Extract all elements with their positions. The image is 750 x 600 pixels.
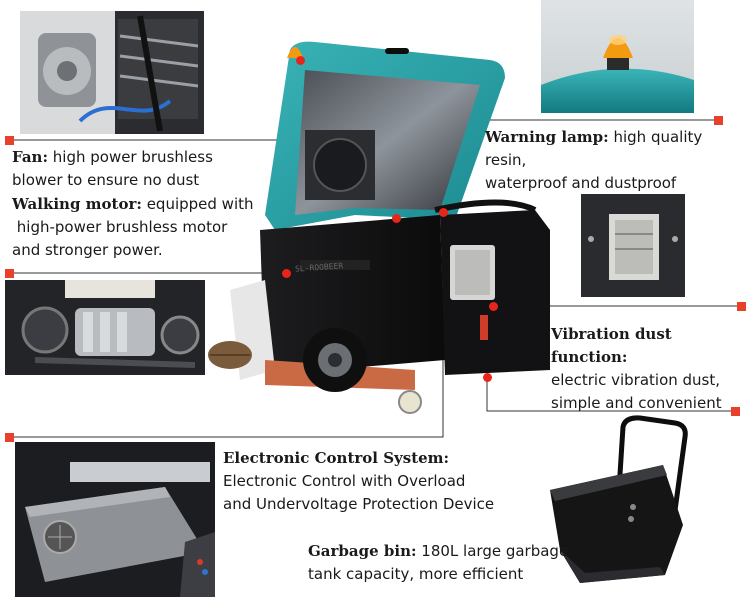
motor-text-2: high-power brushless motor bbox=[12, 218, 228, 236]
motor-text-3: and stronger power. bbox=[12, 241, 163, 259]
vibration-point bbox=[489, 302, 498, 311]
lamp-text-2: waterproof and dustproof bbox=[485, 174, 677, 192]
ecs-text-1: Electronic Control with Overload bbox=[223, 472, 466, 490]
sweeper-machine-image: SL-ROOBEER bbox=[205, 30, 555, 420]
lamp-point bbox=[296, 56, 305, 65]
ecs-point bbox=[439, 208, 448, 217]
motor-title: Walking motor: bbox=[12, 195, 142, 213]
vibration-text-1: electric vibration dust, bbox=[551, 371, 721, 389]
fan-label: Fan: high power brushless blower to ensu… bbox=[12, 146, 272, 192]
walking-motor-photo bbox=[5, 280, 205, 375]
bin-text-2: tank capacity, more efficient bbox=[308, 565, 524, 583]
motor-label: Walking motor: equipped with high-power … bbox=[12, 193, 272, 262]
vibration-text-2: simple and convenient bbox=[551, 394, 722, 412]
ecs-text-2: and Undervoltage Protection Device bbox=[223, 495, 495, 513]
garbage-bin-photo bbox=[545, 415, 695, 590]
electronic-control-photo bbox=[15, 442, 215, 597]
fan-title: Fan: bbox=[12, 148, 48, 166]
motor-callout-marker bbox=[5, 269, 14, 278]
fan-callout-marker bbox=[5, 136, 14, 145]
ecs-label: Electronic Control System: Electronic Co… bbox=[223, 447, 533, 516]
ecs-title: Electronic Control System: bbox=[223, 449, 450, 467]
vibration-photo bbox=[581, 194, 685, 297]
ecs-callout-marker bbox=[5, 433, 14, 442]
bin-title: Garbage bin: bbox=[308, 542, 417, 560]
bin-text-1: 180L large garbage bbox=[416, 542, 569, 560]
lamp-title: Warning lamp: bbox=[485, 128, 609, 146]
motor-text-1: equipped with bbox=[141, 195, 254, 213]
lamp-label: Warning lamp: high quality resin, waterp… bbox=[485, 126, 747, 195]
bin-label: Garbage bin: 180L large garbage tank cap… bbox=[308, 540, 578, 586]
warning-lamp-photo bbox=[541, 0, 694, 113]
fan-photo bbox=[20, 11, 204, 134]
lamp-text-1: high quality resin, bbox=[485, 128, 703, 169]
fan-point bbox=[392, 214, 401, 223]
vibration-callout-marker bbox=[737, 302, 746, 311]
vibration-label: Vibration dust function: electric vibrat… bbox=[551, 323, 749, 415]
lamp-callout-marker bbox=[714, 116, 723, 125]
fan-text-2: blower to ensure no dust bbox=[12, 171, 200, 189]
motor-point bbox=[282, 269, 291, 278]
bin-callout-marker bbox=[731, 407, 740, 416]
bin-point bbox=[483, 373, 492, 382]
vibration-title: Vibration dust function: bbox=[551, 325, 672, 366]
fan-text-1: high power brushless bbox=[48, 148, 213, 166]
